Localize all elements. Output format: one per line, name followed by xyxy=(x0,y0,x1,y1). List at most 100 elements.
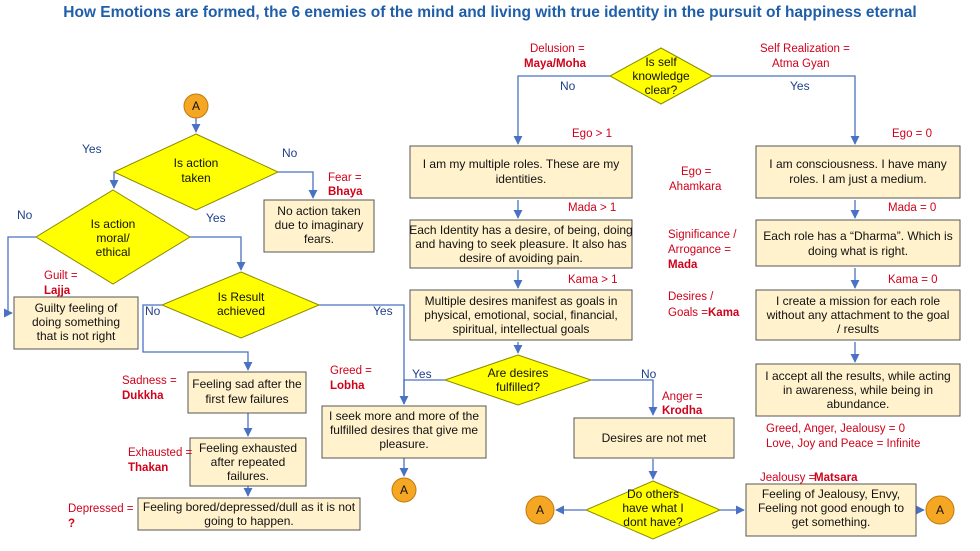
svg-text:Mada = 0: Mada = 0 xyxy=(888,202,936,214)
svg-text:Mada: Mada xyxy=(668,259,698,271)
annotations: Delusion = Maya/Moha Self Realization = … xyxy=(44,43,938,530)
svg-text:Depressed =: Depressed = xyxy=(68,503,134,515)
svg-text:Delusion =: Delusion = xyxy=(530,43,585,55)
svg-text:Thakan: Thakan xyxy=(128,462,168,474)
svg-text:Guilt =: Guilt = xyxy=(44,270,78,282)
svg-text:No: No xyxy=(641,367,657,381)
svg-text:I accept all the results, whil: I accept all the results, while actingin… xyxy=(765,369,950,411)
svg-text:Feeling bored/depressed/dull: Feeling bored/depressed/dull as it is no… xyxy=(143,500,356,528)
svg-text:Jealousy =: Jealousy = xyxy=(760,472,816,484)
connector-a-left: A xyxy=(525,495,555,525)
svg-text:Lobha: Lobha xyxy=(330,380,365,392)
diagram-title: How Emotions are formed, the 6 enemies o… xyxy=(63,4,917,21)
svg-text:Krodha: Krodha xyxy=(662,405,703,417)
svg-text:Yes: Yes xyxy=(82,142,102,156)
edge-action-no xyxy=(278,171,318,199)
connector-a-right: A xyxy=(925,495,955,525)
svg-text:Anger =: Anger = xyxy=(662,391,703,403)
svg-text:A: A xyxy=(192,99,200,113)
svg-text:Maya/Moha: Maya/Moha xyxy=(524,58,587,70)
svg-text:Kama = 0: Kama = 0 xyxy=(888,274,938,286)
svg-text:Fear =: Fear = xyxy=(328,172,362,184)
svg-text:Greed, Anger, Jealousy = 0: Greed, Anger, Jealousy = 0 xyxy=(766,423,905,435)
svg-text:Arrogance =: Arrogance = xyxy=(668,244,731,256)
svg-text:Ego = 0: Ego = 0 xyxy=(892,128,932,140)
connector-a-middle: A xyxy=(391,477,417,503)
svg-text:A: A xyxy=(536,503,544,517)
svg-text:I create a mission for each ro: I create a mission for each rolewithout … xyxy=(766,294,950,336)
svg-text:Yes: Yes xyxy=(206,211,226,225)
svg-text:Ego =: Ego = xyxy=(681,166,712,178)
svg-text:Greed =: Greed = xyxy=(330,365,372,377)
svg-text:Ahamkara: Ahamkara xyxy=(669,181,722,193)
svg-text:Desires are not met: Desires are not met xyxy=(602,431,707,445)
svg-text:Each Identity has a desire, of: Each Identity has a desire, of being, do… xyxy=(409,223,632,265)
connector-a-top: A xyxy=(183,93,209,119)
edge-moral-no xyxy=(3,236,36,318)
svg-text:No: No xyxy=(17,208,33,222)
svg-text:No: No xyxy=(560,79,576,93)
box-desires-not-met: Desires are not met xyxy=(573,417,735,459)
svg-text:No: No xyxy=(282,146,298,160)
svg-text:I am my multiple roles. These: I am my multiple roles. These are myiden… xyxy=(423,157,620,186)
box-bored: Feeling bored/depressed/dull as it is no… xyxy=(137,497,361,531)
svg-text:Yes: Yes xyxy=(373,304,393,318)
box-identity-desire: Each Identity has a desire, of being, do… xyxy=(409,219,633,269)
edge-result-yes xyxy=(319,304,405,404)
edge-self-no xyxy=(513,75,610,145)
svg-text:Ego > 1: Ego > 1 xyxy=(572,128,612,140)
svg-text:Goals =: Goals = xyxy=(668,307,708,319)
svg-text:Dukkha: Dukkha xyxy=(122,390,164,402)
svg-text:Feeling of Jealousy, Envy,Feel: Feeling of Jealousy, Envy,Feeling not go… xyxy=(758,487,904,529)
svg-text:Bhaya: Bhaya xyxy=(328,186,363,198)
svg-text:Each role has a “Dharma”. Whic: Each role has a “Dharma”. Which isdoing … xyxy=(763,229,952,258)
svg-text:No: No xyxy=(145,304,161,318)
box-jealousy-feeling: Feeling of Jealousy, Envy,Feeling not go… xyxy=(745,483,917,537)
svg-text:Exhausted =: Exhausted = xyxy=(128,447,193,459)
svg-text:Kama > 1: Kama > 1 xyxy=(568,274,618,286)
svg-text:Sadness =: Sadness = xyxy=(122,375,177,387)
edge-self-yes xyxy=(712,75,860,145)
svg-text:A: A xyxy=(936,503,944,517)
svg-text:Significance /: Significance / xyxy=(668,229,737,241)
svg-text:Yes: Yes xyxy=(412,367,432,381)
svg-text:Self Realization =: Self Realization = xyxy=(760,43,850,55)
svg-text:Mada > 1: Mada > 1 xyxy=(568,202,616,214)
edge-labels: No Yes Yes No No Yes No Yes Yes No xyxy=(17,79,810,381)
svg-text:?: ? xyxy=(68,518,75,530)
edge-fulfilled-no xyxy=(591,379,658,416)
svg-text:Yes: Yes xyxy=(790,79,810,93)
svg-text:Multiple desires manifest as g: Multiple desires manifest as goals inphy… xyxy=(424,294,617,336)
svg-text:Love, Joy and Peace = Infinite: Love, Joy and Peace = Infinite xyxy=(766,438,920,450)
edges xyxy=(3,75,925,515)
